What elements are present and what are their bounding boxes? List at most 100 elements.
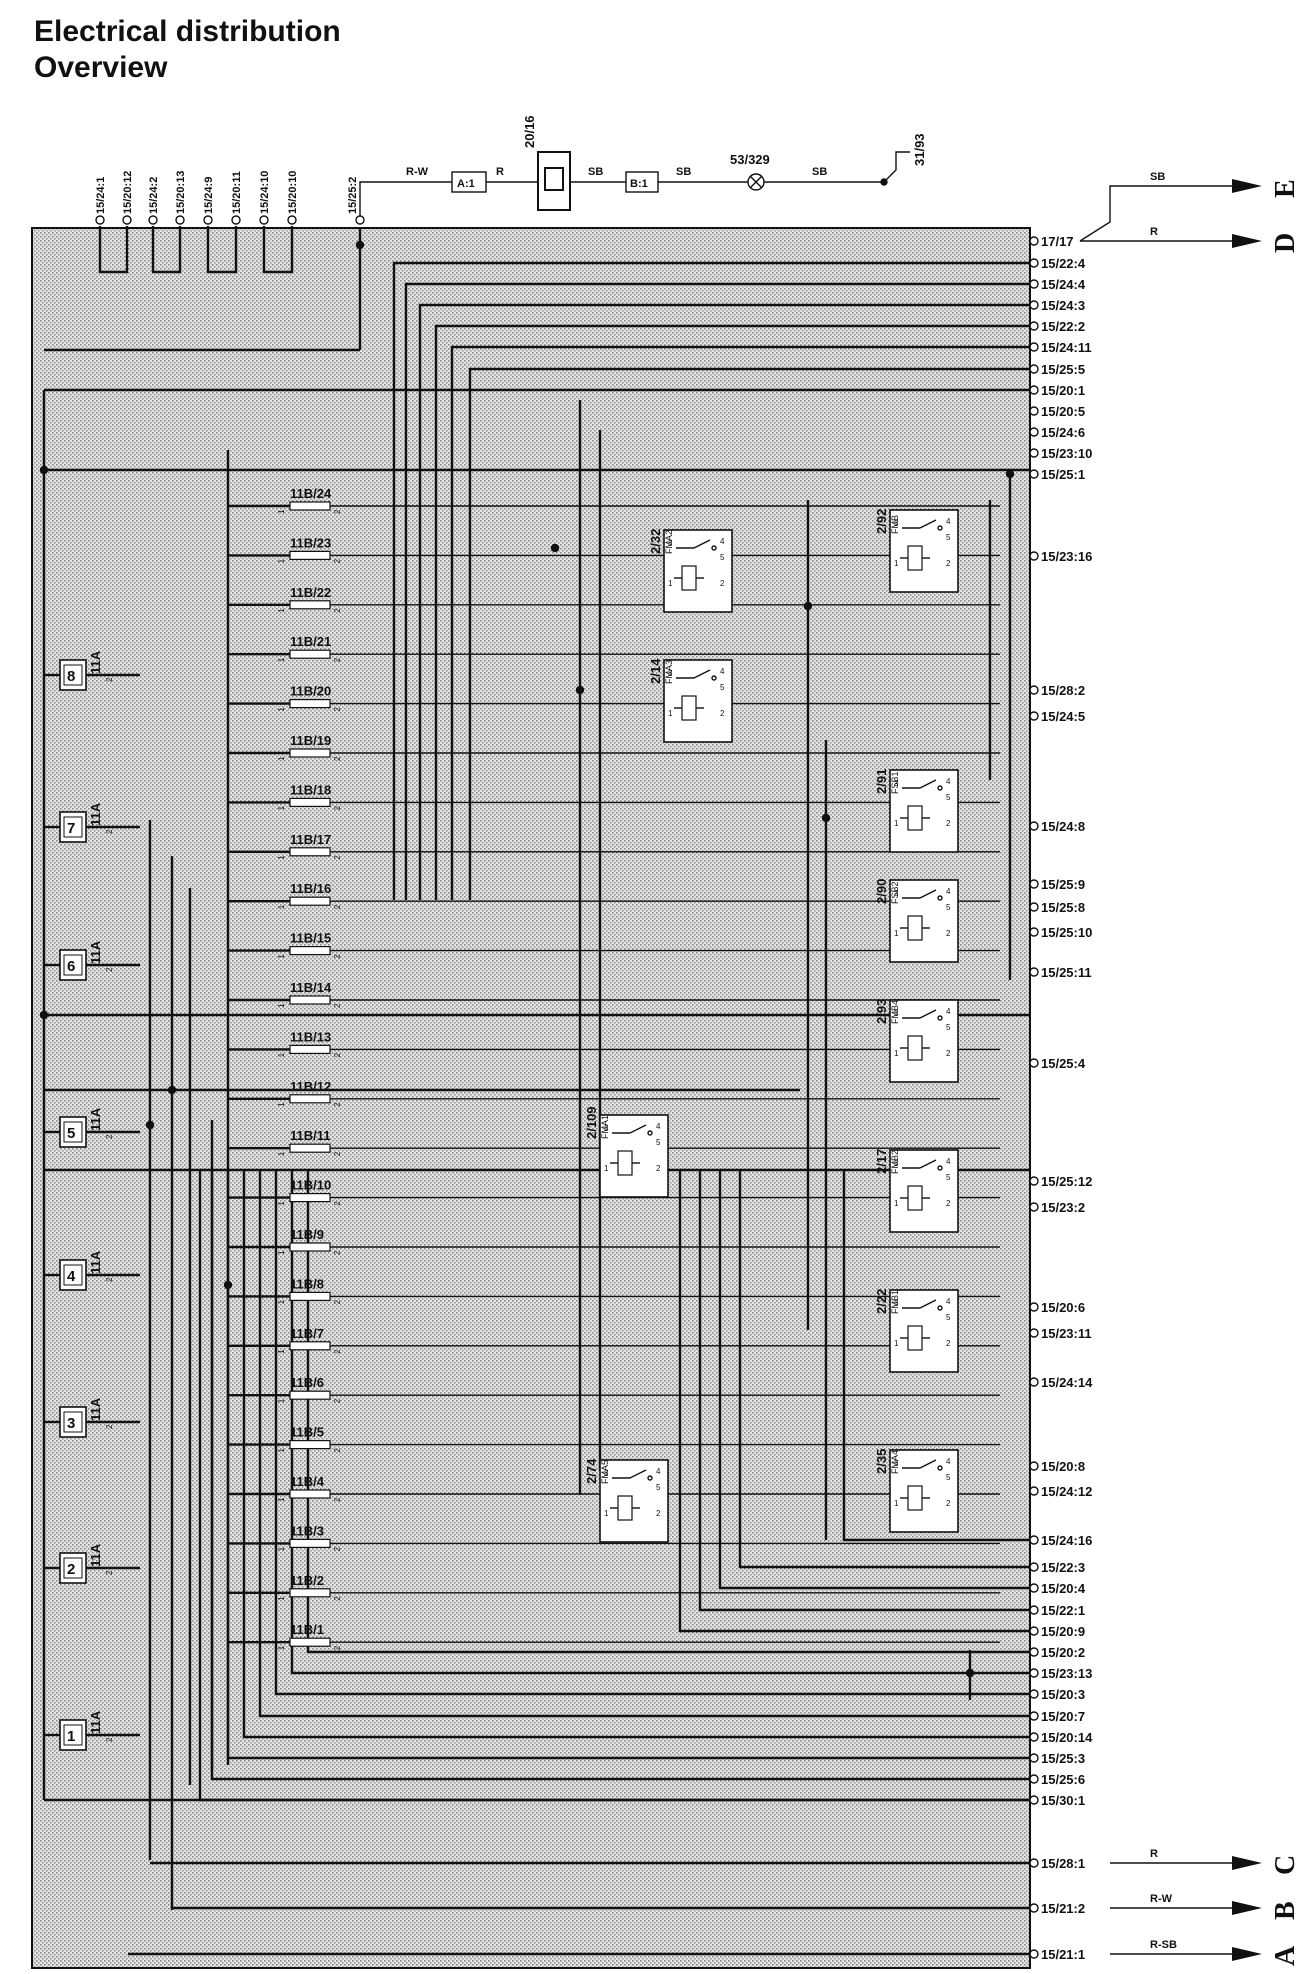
connector-label: 15/25:2 [347,177,359,214]
fuse-label: 11B/13 [290,1029,331,1044]
connector-pin [259,215,269,225]
relay-contact-dot [937,785,943,791]
relay-id: 2/17 [874,1149,889,1174]
connector-pin [1029,448,1039,458]
relay-switch [919,1159,937,1169]
fuse-element [289,797,331,808]
connector-pin [1029,1328,1039,1338]
connector-label: 15/25:4 [1041,1056,1086,1071]
fuse-pin-label: 2 [333,657,342,662]
fuse-pin-label: 2 [333,509,342,514]
relay-id: 2/32 [648,529,663,554]
jumper-wire [98,226,129,274]
fuse-pin-label: 1 [277,657,286,662]
connector-pin [1029,1202,1039,1212]
fuse-pin-label: 2 [333,1349,342,1354]
relay-coil [907,1185,923,1211]
central-electronic-module [31,227,1031,1969]
fuse-element [289,1094,331,1104]
connector-label: 15/23:13 [1041,1666,1092,1681]
fuse-pin-label: 2 [105,1277,114,1282]
fuse-pin-label: 2 [105,1134,114,1139]
relay-switch [919,1459,937,1469]
fuse-label: 11B/11 [290,1128,331,1143]
connector-label: 15/25:9 [1041,877,1085,892]
connector-label: 15/25:1 [1041,467,1085,482]
fuse-pin-label: 1 [277,1003,286,1008]
connector-label: 15/24:6 [1041,425,1085,440]
fuse-pin-label: 2 [333,756,342,761]
harness-wire [434,324,1030,900]
connector-pin [1029,236,1039,246]
relay-switch [629,1124,647,1134]
relay-contact-dot [647,1475,653,1481]
fuse-pin-label: 2 [333,805,342,810]
relay-pin-label: 1 [894,1199,899,1208]
fuse-label: 11B/15 [290,931,331,946]
main-fuse-id: 1 [67,1728,75,1745]
fuse-label: 11B/24 [290,486,332,501]
connector-pin [1029,927,1039,937]
relay-box [889,879,959,963]
relay-pin-label: 2 [720,579,725,588]
connector-label: 15/20:4 [1041,1581,1086,1596]
relay-coil [617,1495,633,1521]
connector-pin [1029,1535,1039,1545]
relay-pin-label: 4 [946,1297,951,1306]
relay-box [663,529,733,613]
fuse-pin-label: 1 [277,1645,286,1650]
harness-wire [258,1170,1030,1718]
page-title: Electrical distribution Overview [34,14,341,86]
main-fuse-id: 4 [67,1268,76,1285]
relay-pin-label: 1 [604,1164,609,1173]
fuse-pin-label: 2 [333,1003,342,1008]
fuse-pin-label: 2 [333,1102,342,1107]
main-fuse-inner [63,1411,83,1433]
connector-label: 15/24:4 [1041,277,1086,292]
fuse-pin-label: 2 [333,707,342,712]
fuse-pin-label: 1 [277,1546,286,1551]
fuse-element [289,896,331,906]
connector-pin [355,215,365,225]
fuse-pin-label: 1 [277,1497,286,1502]
relay-pin-label: 4 [946,1457,951,1466]
fuse-pin-label: 1 [277,558,286,563]
relay-code: FMB [890,515,900,534]
harness-wire [842,1170,1030,1542]
relay-pin-label: 2 [946,1499,951,1508]
arrow-head-icon [1232,234,1262,248]
relay-contact-dot [937,1465,943,1471]
relay-coil [617,1150,633,1176]
connector-label: 15/20:3 [1041,1687,1085,1702]
relay-pin-label: 2 [656,1509,661,1518]
relay-switch [693,539,711,549]
relay-pin-label: 3 [668,669,673,678]
harness-wire [290,1170,1030,1675]
fuse-pin-label: 2 [333,1299,342,1304]
fuse-label: 11B/7 [290,1326,324,1341]
junction-dot [1005,469,1015,479]
jumper-wire [206,226,238,274]
connector-label: 15/23:2 [1041,1200,1085,1215]
junction-dot [39,465,49,475]
fuse-label: 11B/2 [290,1573,324,1588]
connector-pin [1029,1858,1039,1868]
fuse-pin-label: 2 [105,1570,114,1575]
fuse-label: 11B/5 [290,1425,324,1440]
fuse-pin-label: 1 [277,608,286,613]
relay-contact-dot [937,895,943,901]
relay-pin-label: 3 [894,1459,899,1468]
harness-wire [242,1170,1030,1739]
fuse-label: 11B/10 [290,1178,331,1193]
right-connectors: 17/1715/22:415/24:415/24:315/22:215/24:1… [1029,234,1093,1962]
ground-wire [883,151,910,183]
fuse-label: 11B/19 [290,733,331,748]
junction-dot [803,601,813,611]
junction-dot [167,1085,177,1095]
relay-pin-label: 1 [894,1339,899,1348]
harness-wire [404,282,1030,900]
relay-pin-label: 3 [894,889,899,898]
fuse-pin-label: 1 [277,904,286,909]
